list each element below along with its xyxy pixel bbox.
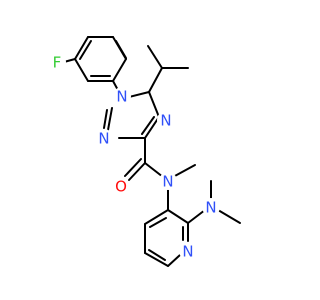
bond — [115, 40, 127, 59]
bond — [107, 107, 113, 131]
bond — [144, 162, 164, 178]
fluorine-label: F — [48, 53, 66, 72]
bond — [74, 58, 89, 82]
bond — [148, 67, 163, 93]
oxygen-label: O — [112, 177, 130, 196]
bond — [144, 116, 160, 139]
Namide-atom: N — [162, 173, 173, 191]
amide-nitrogen-label: N — [159, 172, 177, 191]
bond — [124, 158, 142, 177]
bond — [147, 45, 163, 69]
bond — [141, 116, 155, 135]
bond — [148, 249, 166, 261]
bond — [79, 40, 92, 60]
bond — [103, 109, 108, 129]
F-atom: F — [53, 54, 62, 72]
triazole-n4-label: N — [157, 111, 175, 130]
bond — [144, 209, 169, 225]
bonds — [63, 36, 241, 267]
bond — [167, 254, 181, 267]
NMe2-atom: N — [205, 199, 216, 217]
pyridine-nitrogen-label: N — [179, 242, 197, 261]
atom-labels: F N N N O N — [48, 53, 220, 261]
dimethylamino-nitrogen-label: N — [202, 198, 220, 217]
bond — [217, 209, 241, 224]
bond — [148, 91, 160, 118]
Npy-atom: N — [182, 243, 193, 261]
triazole-n2-label: N — [95, 129, 113, 148]
bond — [149, 217, 167, 228]
bond — [144, 252, 169, 267]
bond — [172, 164, 196, 178]
N1-atom: N — [116, 88, 127, 106]
N4-atom: N — [160, 112, 171, 130]
N2-atom: N — [98, 130, 109, 148]
bond — [112, 58, 127, 82]
bond — [187, 209, 206, 224]
bond — [128, 162, 146, 181]
bond — [74, 36, 89, 60]
O-atom: O — [115, 178, 127, 196]
molecule-canvas: F N N N O N — [48, 36, 241, 267]
triazole-n1-label: N — [113, 87, 131, 106]
bond — [167, 209, 189, 224]
molecule-structure: F N N N O N — [48, 36, 241, 267]
